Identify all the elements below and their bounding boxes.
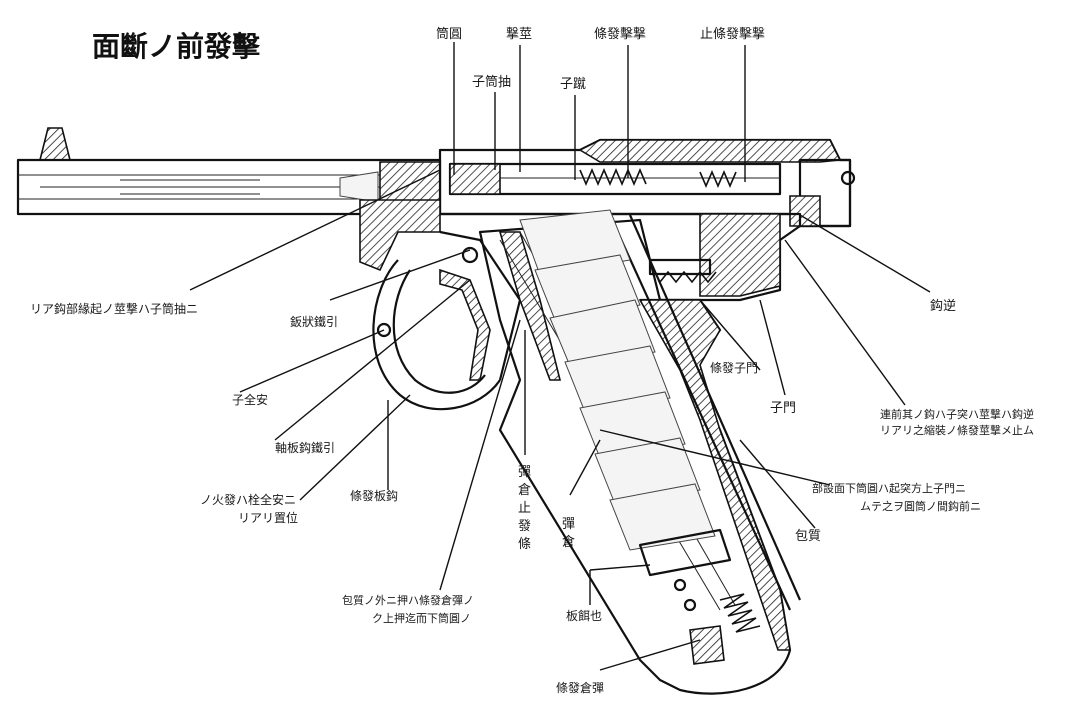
label-magazine-note-1: 包質ノ外ニ押ハ條發倉彈ノ [342,593,474,607]
frame-rear [699,213,781,297]
svg-text:倉: 倉 [562,535,575,550]
label-grip-cover: 包質 [795,529,821,544]
label-latch: 子門 [770,401,796,416]
label-magazine: 彈 倉 [562,517,575,550]
label-magazine-catch-spring: 彈 倉 止 發 條 [518,465,531,552]
pistol-drawing [16,127,856,695]
label-trigger-plate: 鈑狀鐵引 [290,314,338,329]
label-magazine-spring: 條發倉彈 [556,680,604,695]
label-firing-spring: 條發擊撃 [594,26,646,42]
label-latch-note-1: 部設面下筒圓ハ起突方上子門ニ [812,481,966,495]
svg-text:彈: 彈 [518,465,531,480]
svg-text:發: 發 [518,519,531,534]
label-safety: 子全安 [232,392,268,407]
label-ejector: 子蹴 [560,77,586,92]
label-sear: 鈎逆 [930,298,956,314]
label-firing-pin: 撃莖 [506,26,532,42]
trigger-guard [372,259,501,411]
label-sear-note-1: 連前其ノ鈎ハ子突ハ莖撃ハ鈎逆 [880,407,1034,421]
label-follower: 板餌也 [566,608,602,623]
diagram-title: 面斷ノ前發擊 [92,30,261,63]
label-barrel-ring: 筒圓 [436,26,462,42]
leader-lines [189,42,931,671]
trigger [439,268,491,381]
label-latch-note-2: ムテ之ヲ圓筒ノ間鈎前ニ [860,499,981,513]
label-extractor-note: リア鈎部緣起ノ莖撃ハ子筒抽ニ [30,301,198,316]
frame-front [359,199,441,272]
magazine-cartridges [519,209,716,551]
svg-text:彈: 彈 [562,517,575,532]
label-trigger-spring: 條發板鈎 [350,488,398,503]
svg-text:倉: 倉 [518,483,531,498]
label-sear-note-2: リアリ之縮裝ノ條發莖撃メ止ム [880,423,1034,437]
magazine-spring [719,593,761,633]
label-magazine-note-2: ク上押迄而下筒圓ノ [372,611,471,625]
label-safety-note-2: リアリ置位 [238,510,298,525]
svg-text:條: 條 [518,537,531,552]
firing-pin-spring [579,167,647,187]
label-extractor: 子筒抽 [472,74,511,90]
svg-text:止: 止 [518,501,531,516]
label-spring-stop: 止條發擊撃 [700,26,765,42]
label-latch-spring: 條發子門 [710,360,758,375]
safety-pin [376,322,392,338]
label-safety-note-1: ノ火發ハ栓全安ニ [200,492,296,507]
label-trigger-axis: 軸板鈎鐵引 [275,440,335,455]
front-sight [38,127,72,161]
